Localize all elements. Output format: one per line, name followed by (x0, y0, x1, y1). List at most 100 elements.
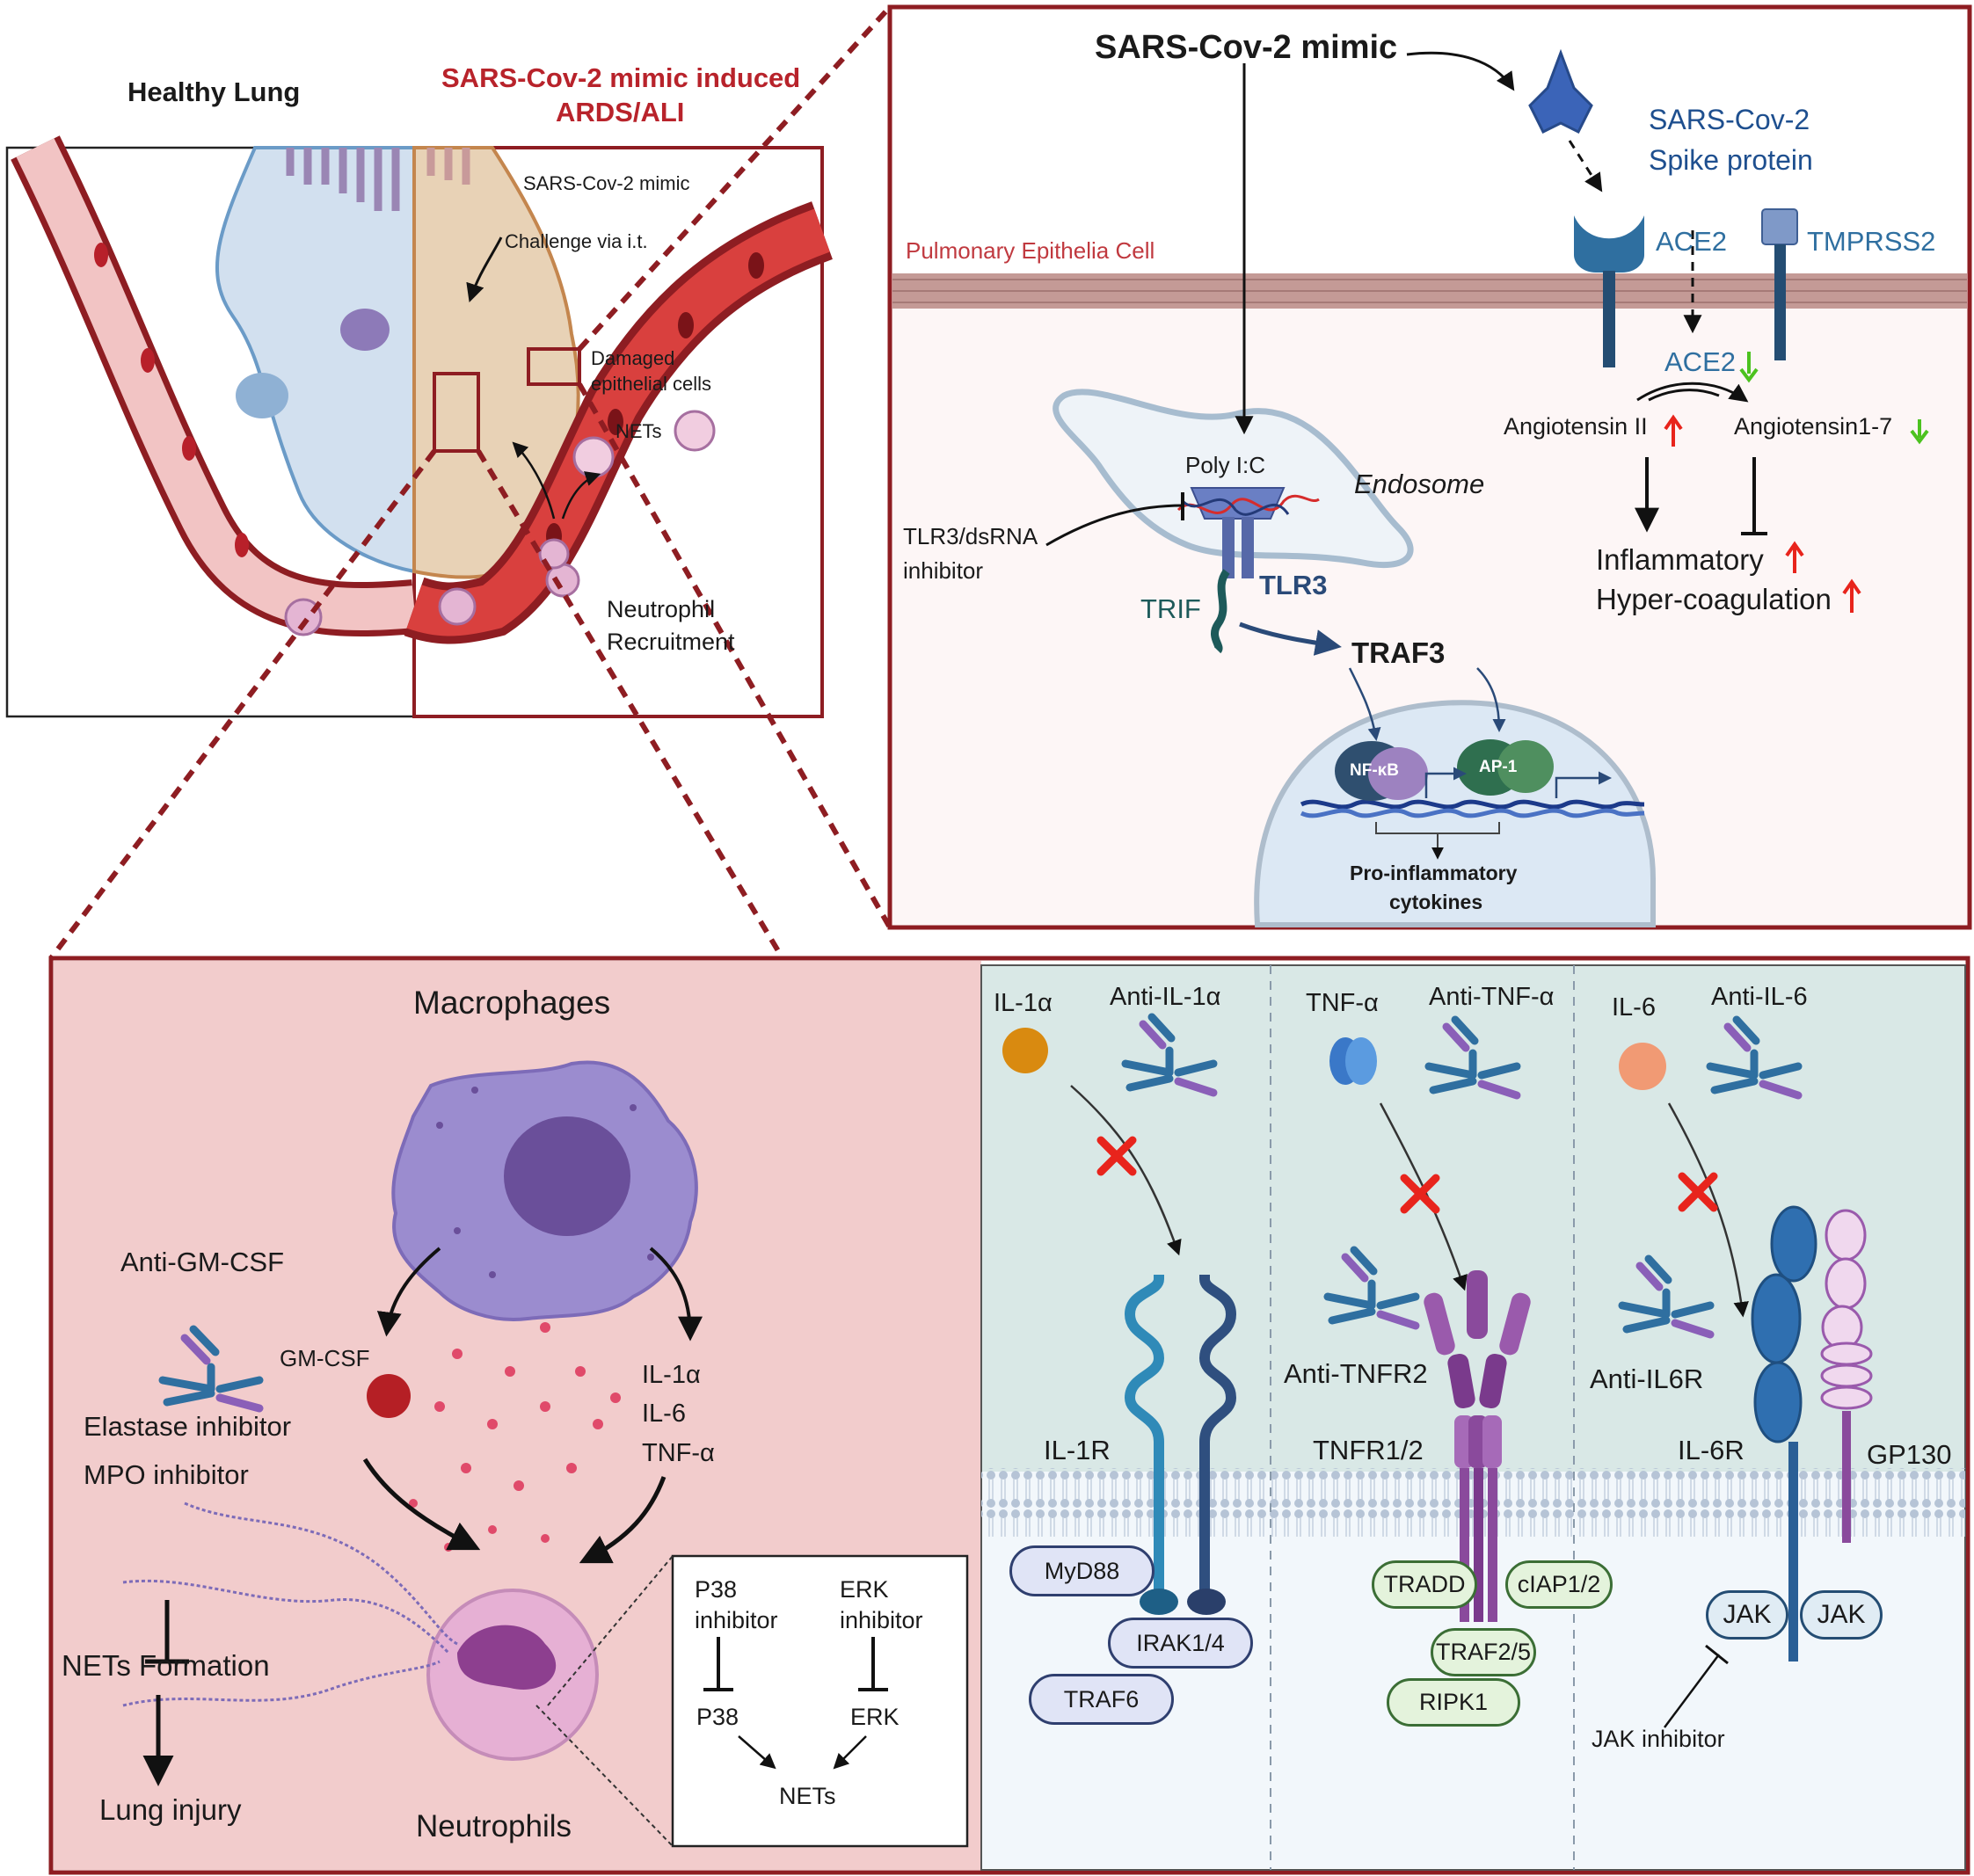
dsrna-icon (1176, 494, 1320, 514)
ards-title-line2: ARDS/ALI (556, 97, 685, 127)
tnfa-label: TNF-α (1306, 989, 1379, 1017)
receptor-panel (980, 964, 1966, 1871)
tlr3-inhibitor-line2: inhibitor (903, 557, 984, 584)
mac-il6-label: IL-6 (642, 1400, 686, 1428)
tnfa-trimer-icon (1329, 1037, 1377, 1085)
endosome-label: Endosome (1354, 469, 1485, 499)
anti-il6-label: Anti-IL-6 (1711, 983, 1808, 1011)
gp130-label: GP130 (1867, 1439, 1952, 1470)
anti-il6r-antibody-icon (1618, 1254, 1715, 1339)
elastase-inhibitor-label: Elastase inhibitor (84, 1411, 292, 1442)
zoom-box-epithelial (527, 347, 581, 386)
recruit-line2: Recruitment (607, 629, 735, 655)
epithelial-panel (887, 4, 1972, 930)
macrophages-title: Macrophages (413, 985, 611, 1021)
mac-tnfa-label: TNF-α (642, 1439, 715, 1467)
ace2-inner-label: ACE2 (1664, 346, 1736, 377)
recruit-line1: Neutrophil (607, 596, 716, 622)
lung-panels (5, 135, 834, 718)
anti-tnfa-label: Anti-TNF-α (1429, 983, 1555, 1011)
il1r-receptor-icon (1124, 1275, 1237, 1600)
neutrophils-label: Neutrophils (416, 1809, 572, 1843)
traf6-pill: TRAF6 (1029, 1674, 1174, 1725)
p38-inhibitor-line1: P38 (695, 1576, 738, 1603)
cell-membrane (981, 1468, 1965, 1537)
nfkb-icon (1335, 741, 1428, 801)
ace2-receptor-icon (1574, 215, 1644, 273)
anti-gmcsf-label: Anti-GM-CSF (120, 1247, 284, 1277)
gp130-receptor-icon (1820, 1209, 1873, 1543)
lung-nets-label: NETs (616, 420, 662, 442)
proinfl-line2: cytokines (1389, 891, 1483, 913)
il6r-receptor-icon (1751, 1205, 1817, 1661)
challenge-line2: Challenge via i.t. (505, 230, 648, 252)
healthy-macrophage-icon (340, 309, 390, 351)
jak-right-pill: JAK (1800, 1590, 1883, 1640)
traf3-label: TRAF3 (1351, 636, 1446, 669)
hypercoag-up-arrow (1842, 578, 1861, 613)
angiotensin-ii-label: Angiotensin II (1504, 413, 1648, 440)
ap1-label: AP-1 (1479, 758, 1518, 776)
endosome (1053, 389, 1414, 569)
anti-tnfr2-label: Anti-TNFR2 (1284, 1358, 1428, 1389)
nets-box-label: NETs (779, 1783, 836, 1809)
cell-label: Pulmonary Epithelia Cell (906, 237, 1155, 264)
il1a-ball-icon (1002, 1028, 1048, 1073)
proinfl-line1: Pro-inflammatory (1350, 862, 1518, 884)
myd88-pill: MyD88 (1009, 1545, 1155, 1596)
tnfr-receptor-icon (1424, 1270, 1531, 1622)
bottom-frame (48, 956, 1970, 1875)
nets-formation-label: NETs Formation (62, 1649, 270, 1682)
dna-icon (1300, 799, 1645, 810)
p38-label: P38 (696, 1704, 739, 1730)
healthy-lung-title: Healthy Lung (127, 76, 301, 107)
ards-title-line1: SARS-Cov-2 mimic induced (441, 62, 801, 93)
macrophage-panel (54, 961, 981, 1870)
anti-tnfr2-antibody-icon (1323, 1246, 1420, 1330)
gmcsf-ball-icon (367, 1374, 411, 1418)
gmcsf-label: GM-CSF (280, 1345, 370, 1371)
zoom-box-alveolar (433, 372, 480, 453)
spike-line2: Spike protein (1649, 144, 1813, 176)
anti-il1a-label: Anti-IL-1α (1110, 983, 1221, 1011)
mac-il1a-label: IL-1α (642, 1361, 701, 1389)
ace2-down-arrow (1739, 352, 1759, 383)
inflammatory-label: Inflammatory (1596, 543, 1764, 576)
ciap-pill: cIAP1/2 (1505, 1560, 1613, 1609)
lung-injury-label: Lung injury (99, 1793, 242, 1826)
ards-neutrophil-icon (438, 587, 477, 626)
p38-inhibitor-line2: inhibitor (695, 1607, 778, 1633)
erk-inhibitor-line1: ERK (840, 1576, 889, 1603)
il1r-label: IL-1R (1044, 1435, 1111, 1465)
spike-protein-icon (1528, 48, 1593, 135)
trif-icon (1211, 569, 1230, 654)
erk-label: ERK (850, 1704, 900, 1730)
zoom-connectors (48, 4, 892, 960)
il6r-label: IL-6R (1678, 1435, 1745, 1465)
inflam-up-arrow (1785, 541, 1804, 573)
polyic-label: Poly I:C (1185, 452, 1266, 478)
spike-line1: SARS-Cov-2 (1649, 104, 1810, 135)
il6-ball-icon (1619, 1043, 1666, 1090)
block-x-marks (1096, 1136, 1718, 1214)
angiotensin-17-label: Angiotensin1-7 (1734, 413, 1893, 440)
ripk1-pill: RIPK1 (1387, 1678, 1520, 1727)
mimic-title: SARS-Cov-2 mimic (1095, 29, 1398, 66)
il1a-label: IL-1α (994, 989, 1053, 1017)
irak-pill: IRAK1/4 (1108, 1618, 1253, 1669)
tmprss2-icon (1761, 208, 1798, 245)
anti-il6r-label: Anti-IL6R (1590, 1363, 1704, 1394)
mpo-inhibitor-label: MPO inhibitor (84, 1459, 249, 1490)
ap1-icon (1457, 739, 1554, 796)
traf25-pill: TRAF2/5 (1431, 1628, 1536, 1676)
challenge-line1: SARS-Cov-2 mimic (523, 172, 690, 194)
ang2-up-arrow (1664, 414, 1683, 447)
healthy-epithelium (286, 148, 400, 211)
p38-erk-box (671, 1554, 969, 1848)
jak-inhibitor-label: JAK inhibitor (1592, 1726, 1725, 1752)
nets-neutrophil-icon (572, 436, 615, 478)
nfkb-label: NF-κB (1350, 761, 1399, 780)
damaged-line2: epithelial cells (591, 373, 711, 395)
jak-left-pill: JAK (1706, 1590, 1788, 1640)
